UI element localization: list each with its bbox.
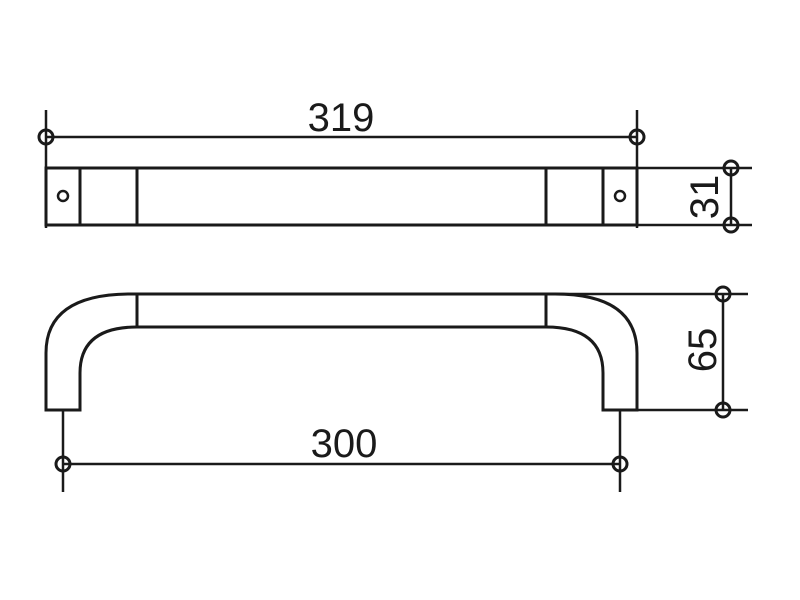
top-view: 319 31 — [37, 96, 752, 234]
side-view: 65 300 — [44, 285, 748, 492]
side-depth-label: 65 — [681, 328, 725, 373]
top-height-label: 31 — [683, 175, 727, 220]
side-depth-lower-marker — [714, 401, 732, 419]
bottom-span-label: 300 — [311, 422, 378, 466]
bottom-span-right-marker — [611, 455, 629, 473]
top-width-left-marker — [37, 128, 55, 146]
top-height-lower-marker — [722, 216, 740, 234]
top-view-bar-outline — [44, 166, 639, 227]
top-width-right-marker — [628, 128, 646, 146]
right-mounting-hole — [613, 189, 627, 203]
top-height-upper-marker — [722, 159, 740, 177]
bottom-span-left-marker — [54, 455, 72, 473]
handle-outer-profile — [44, 292, 639, 412]
handle-inner-profile — [78, 325, 605, 412]
top-width-label: 319 — [308, 96, 375, 140]
side-depth-upper-marker — [714, 285, 732, 303]
left-mounting-hole — [56, 189, 70, 203]
